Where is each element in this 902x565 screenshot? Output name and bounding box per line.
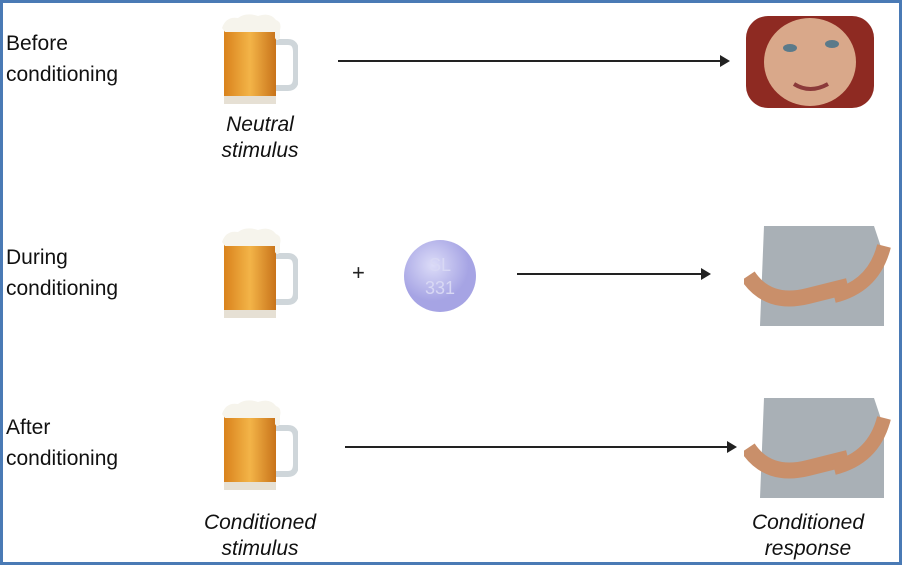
label-line: conditioning (6, 277, 119, 300)
arrow (517, 268, 711, 280)
plus-sign: + (352, 260, 365, 285)
caption-line: Conditioned (203, 511, 317, 534)
beer-mug-icon (218, 398, 298, 494)
label-line: After (6, 416, 51, 439)
arrow (338, 55, 730, 67)
label-line: During (6, 246, 68, 269)
neutral-stimulus-caption: Neutral stimulus (200, 112, 320, 164)
row-label-before: Before conditioning (6, 28, 118, 90)
label-line: Before (6, 32, 68, 55)
svg-text:331: 331 (425, 278, 455, 298)
pill-image: SL 331 (404, 240, 476, 312)
caption-line: Neutral (226, 113, 294, 136)
conditioned-stimulus-caption: Conditioned stimulus (180, 510, 340, 562)
row-label-during: During conditioning (6, 242, 118, 304)
stomach-ache-image (744, 398, 891, 498)
caption-line: Conditioned (751, 511, 865, 534)
label-line: conditioning (6, 447, 119, 470)
row-label-after: After conditioning (6, 412, 118, 474)
caption-line: response (764, 537, 852, 560)
beer-mug-icon (218, 12, 298, 108)
label-line: conditioning (6, 63, 119, 86)
svg-text:SL: SL (429, 255, 451, 275)
beer-mug-icon (218, 226, 298, 322)
stomach-ache-image (744, 226, 891, 326)
happy-face-image (746, 16, 874, 108)
caption-line: stimulus (221, 537, 299, 560)
arrow (345, 441, 737, 453)
conditioned-response-caption: Conditioned response (728, 510, 888, 562)
caption-line: stimulus (221, 139, 299, 162)
